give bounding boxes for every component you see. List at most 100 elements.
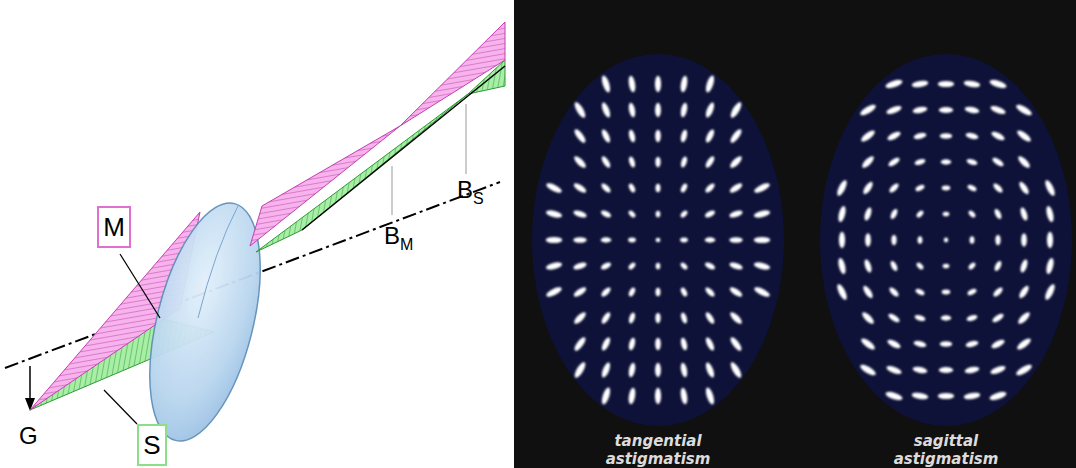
light-spot (942, 290, 951, 295)
light-spot (837, 257, 847, 275)
light-spot (943, 264, 950, 269)
light-spot (989, 78, 1008, 90)
light-spot (912, 106, 928, 115)
light-spot (964, 366, 980, 375)
light-spot (942, 186, 951, 191)
light-spot (572, 154, 587, 169)
light-spot (885, 78, 904, 90)
light-spot (992, 286, 1004, 298)
light-spot (993, 260, 1003, 272)
light-spot (572, 286, 587, 299)
light-spot (993, 208, 1003, 220)
light-spot (1016, 154, 1031, 169)
light-spot (572, 310, 587, 325)
light-spot (729, 336, 744, 353)
light-spot (915, 184, 926, 193)
light-spot (728, 154, 743, 169)
light-spot (600, 286, 612, 298)
light-spot (704, 155, 716, 169)
light-spot (545, 285, 563, 298)
light-spot (704, 286, 716, 298)
leader-line (120, 254, 160, 318)
light-spot (729, 209, 744, 219)
light-spot (628, 387, 637, 404)
light-spot (656, 184, 661, 193)
light-spot (938, 81, 954, 87)
light-spot (680, 75, 689, 92)
light-spot (1043, 283, 1056, 301)
light-spot (680, 183, 689, 194)
light-spot (680, 102, 689, 118)
light-spot (600, 311, 612, 325)
light-spot (915, 209, 924, 218)
light-spot (970, 236, 975, 244)
light-spot (729, 237, 743, 243)
light-spot (914, 158, 926, 167)
light-spot (967, 209, 976, 218)
light-spot (600, 387, 612, 406)
light-spot (600, 101, 612, 118)
light-spot (655, 103, 661, 117)
light-spot (628, 312, 637, 324)
white-panel (0, 0, 514, 468)
light-spot (704, 361, 716, 378)
light-spot (964, 106, 980, 115)
light-spot (1047, 232, 1053, 248)
light-spot (913, 340, 927, 349)
light-spot (656, 263, 661, 270)
light-spot (628, 75, 637, 92)
light-spot (862, 180, 875, 195)
light-spot (680, 337, 689, 351)
light-spot (965, 340, 979, 349)
light-spot (963, 80, 980, 89)
light-spot (1019, 207, 1029, 222)
light-spot (991, 156, 1005, 168)
light-spot (886, 130, 902, 142)
light-spot (990, 130, 1006, 142)
light-spot (885, 390, 904, 402)
light-spot (628, 362, 637, 378)
light-spot (941, 159, 952, 164)
light-spot (1015, 363, 1034, 378)
light-spot (680, 129, 689, 143)
light-spot (1018, 284, 1031, 299)
focus-label: BS (457, 178, 484, 202)
light-spot (888, 182, 900, 194)
light-spot (628, 337, 637, 351)
light-spot (839, 232, 845, 248)
light-spot (754, 237, 770, 243)
light-spot (860, 129, 877, 144)
plane-label-box: M (97, 206, 131, 248)
light-spot (835, 283, 848, 301)
light-spot (989, 104, 1006, 116)
light-spot (753, 209, 771, 219)
plane-letter: M (103, 214, 125, 240)
meridional-fan-out (400, 22, 505, 126)
light-spot (728, 286, 743, 299)
light-spot (990, 338, 1006, 350)
light-spot (967, 288, 978, 297)
focus-marker (392, 166, 393, 215)
light-spot (680, 156, 689, 168)
light-spot (680, 287, 689, 298)
light-spot (601, 237, 612, 242)
light-spot (704, 75, 716, 94)
light-spot (967, 261, 976, 270)
light-spot (655, 157, 660, 168)
light-spot (704, 182, 716, 194)
light-spot (628, 102, 637, 118)
light-spot (886, 338, 902, 350)
meridional-fan-back (250, 126, 400, 246)
light-spot (859, 103, 878, 118)
plane-label-box: S (137, 424, 167, 466)
light-spot (865, 233, 871, 247)
light-spot (680, 362, 689, 378)
light-spot (705, 237, 716, 242)
light-spot (627, 261, 636, 270)
caption-label: sagittal astigmatism (886, 432, 1006, 468)
dark-panel (514, 0, 1076, 468)
caption-label: tangential astigmatism (598, 432, 718, 468)
light-spot (940, 341, 952, 347)
light-spot (729, 361, 744, 380)
